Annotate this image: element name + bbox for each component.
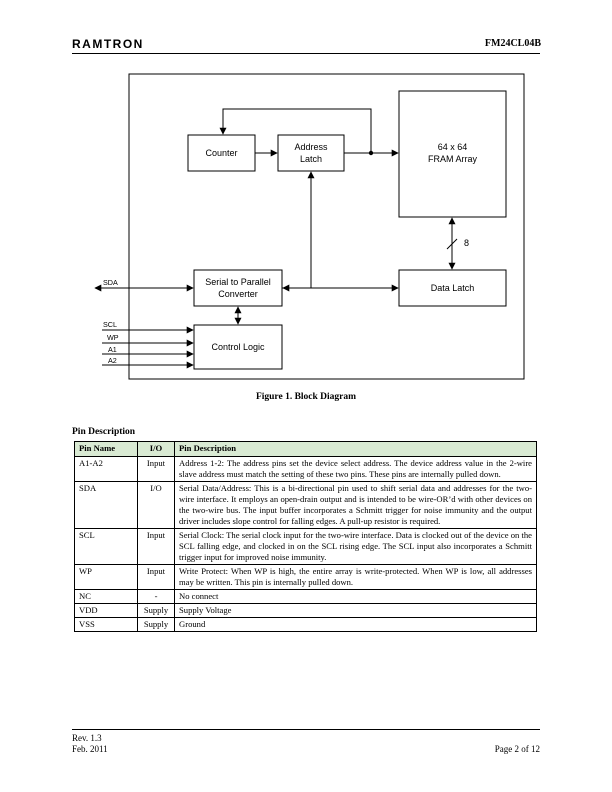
- diagram-frame: [128, 73, 525, 380]
- fram-array-label-2: FRAM Array: [428, 154, 478, 164]
- pin-description: Serial Clock: The serial clock input for…: [174, 528, 537, 565]
- pin-description: No connect: [174, 589, 537, 604]
- serial-to-parallel-block: [193, 269, 283, 307]
- fram-array-block: [398, 90, 507, 218]
- column-header: Pin Name: [74, 441, 138, 457]
- table-header-row: Pin Name I/O Pin Description: [74, 441, 537, 457]
- figure-caption: Figure 1. Block Diagram: [255, 392, 357, 402]
- control-logic-label: Control Logic: [211, 342, 265, 352]
- serial-to-parallel-label-1: Serial to Parallel: [205, 277, 271, 287]
- pin-a1-label: A1: [108, 345, 117, 354]
- footer-rule: [72, 729, 540, 730]
- pin-io: Supply: [137, 603, 175, 618]
- feedback-to-counter-arrow: [219, 108, 372, 153]
- pin-description: Ground: [174, 617, 537, 632]
- pin-name: A1-A2: [74, 456, 138, 482]
- pin-io: Input: [137, 528, 175, 565]
- pin-description-table: Pin Name I/O Pin Description A1-A2 Input…: [74, 441, 537, 632]
- pin-name: VSS: [74, 617, 138, 632]
- pin-a2-label: A2: [108, 356, 117, 365]
- pin-description: Write Protect: When WP is high, the enti…: [174, 564, 537, 590]
- pin-io: Input: [137, 456, 175, 482]
- fram-array-label-1: 64 x 64: [438, 142, 468, 152]
- column-header: Pin Description: [174, 441, 537, 457]
- date-text: Feb. 2011: [72, 744, 108, 754]
- table-row: VSS Supply Ground: [74, 617, 537, 632]
- ramtron-logo: RAMTRON: [72, 37, 144, 51]
- pin-scl-label: SCL: [103, 320, 117, 329]
- table-row: NC - No connect: [74, 589, 537, 604]
- pin-name: WP: [74, 564, 138, 590]
- data-latch-block: [398, 269, 507, 307]
- bus-width-label: 8: [464, 238, 469, 248]
- table-row: VDD Supply Supply Voltage: [74, 603, 537, 618]
- address-latch-label-2: Latch: [300, 154, 322, 164]
- serial-to-parallel-label-2: Converter: [218, 289, 258, 299]
- counter-label: Counter: [205, 148, 237, 158]
- control-logic-block: [193, 324, 283, 370]
- pin-io: Supply: [137, 617, 175, 632]
- pin-name: SCL: [74, 528, 138, 565]
- pin-io: -: [137, 589, 175, 604]
- table-row: SDA I/O Serial Data/Address: This is a b…: [74, 481, 537, 529]
- page-number: Page 2 of 12: [494, 744, 540, 754]
- pin-name: VDD: [74, 603, 138, 618]
- address-latch-block: [277, 134, 345, 172]
- header-rule: [72, 53, 540, 54]
- address-latch-label-1: Address: [294, 142, 328, 152]
- part-number: FM24CL04B: [484, 38, 541, 49]
- section-title: Pin Description: [72, 427, 136, 437]
- block-diagram: Counter Address Latch 64 x 64 FRAM Array…: [94, 73, 525, 380]
- bus-slash: [446, 238, 458, 250]
- table-row: A1-A2 Input Address 1-2: The address pin…: [74, 456, 537, 482]
- pin-description: Serial Data/Address: This is a bi-direct…: [174, 481, 537, 529]
- table-row: SCL Input Serial Clock: The serial clock…: [74, 528, 537, 565]
- pin-sda-label: SDA: [103, 278, 118, 287]
- pin-name: NC: [74, 589, 138, 604]
- table-row: WP Input Write Protect: When WP is high,…: [74, 564, 537, 590]
- column-header: I/O: [137, 441, 175, 457]
- pin-description: Address 1-2: The address pins set the de…: [174, 456, 537, 482]
- pin-wp-label: WP: [107, 333, 119, 342]
- pin-name: SDA: [74, 481, 138, 529]
- pin-description: Supply Voltage: [174, 603, 537, 618]
- pin-io: Input: [137, 564, 175, 590]
- data-latch-label: Data Latch: [431, 283, 475, 293]
- counter-block: [187, 134, 256, 172]
- pin-io: I/O: [137, 481, 175, 529]
- revision-text: Rev. 1.3: [72, 733, 102, 743]
